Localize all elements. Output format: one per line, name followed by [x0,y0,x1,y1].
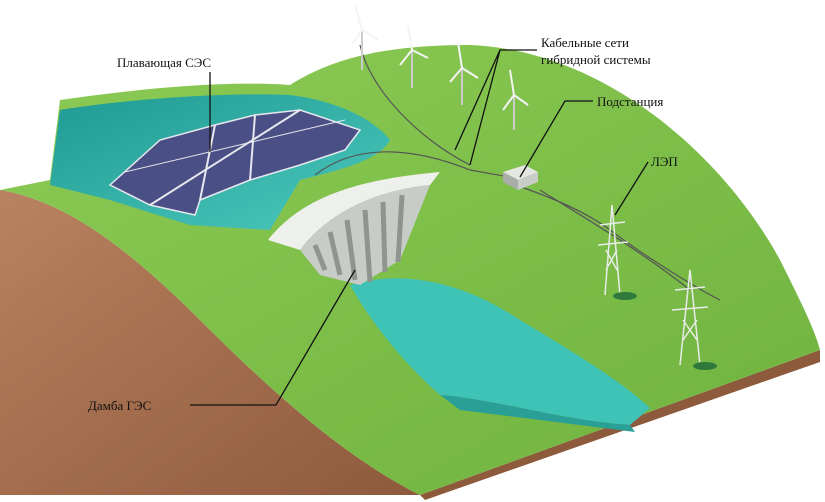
label-floating-solar: Плавающая СЭС [117,55,212,70]
label-dam: Дамба ГЭС [88,398,152,413]
wind-turbines [351,4,529,130]
leader-lines [190,49,649,406]
power-pylons [597,204,717,370]
hydro-dam [268,172,440,285]
floating-solar-panels [108,109,362,216]
soil-cross-section [0,190,420,495]
substation-building [503,165,538,190]
label-cable-networks-line1: Кабельные сети [541,35,629,50]
label-substation: Подстанция [597,94,664,109]
label-power-line: ЛЭП [651,154,678,169]
label-cable-networks-line2: гибридной системы [541,52,651,67]
river-water [350,278,650,425]
